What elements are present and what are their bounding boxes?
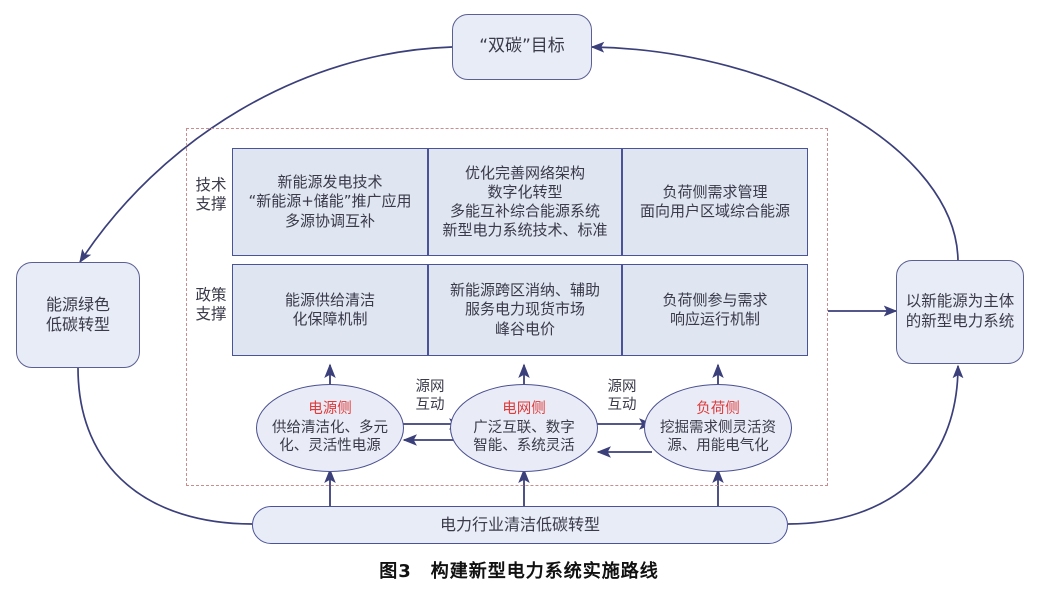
policy-box-3[interactable]: 负荷侧参与需求 响应运行机制: [622, 264, 808, 356]
row-label-tech: 技术 支撑: [195, 176, 227, 214]
tech-box-3-label: 负荷侧需求管理 面向用户区域综合能源: [639, 182, 790, 220]
policy-box-2-label: 新能源跨区消纳、辅助 服务电力现货市场 峰谷电价: [449, 281, 600, 338]
arrow-goal-to-left: [79, 46, 453, 264]
dashed-frame: [186, 128, 828, 486]
arrow-right-to-goal: [590, 41, 959, 263]
figure-caption: 图3 构建新型电力系统实施路线: [379, 561, 659, 582]
right-node-new-power-system[interactable]: 以新能源为主体 的新型电力系统: [896, 260, 1024, 364]
policy-box-1[interactable]: 能源供给清洁 化保障机制: [232, 264, 428, 356]
goal-node-label: “双碳”目标: [479, 36, 565, 57]
oval-load-side[interactable]: 负荷侧 挖掘需求侧灵活资 源、用能电气化: [644, 384, 792, 472]
bottom-bar-label: 电力行业清洁低碳转型: [439, 514, 600, 534]
tech-box-3[interactable]: 负荷侧需求管理 面向用户区域综合能源: [622, 148, 808, 256]
oval-source-side[interactable]: 电源侧 供给清洁化、多元 化、灵活性电源: [256, 384, 404, 472]
oval-grid-side-body: 广泛互联、数字 智能、系统灵活: [473, 420, 575, 455]
row-label-policy: 政策 支撑: [195, 286, 227, 324]
policy-box-1-label: 能源供给清洁 化保障机制: [284, 290, 375, 328]
right-node-label: 以新能源为主体 的新型电力系统: [905, 292, 1015, 330]
arrow-left-to-bottombar: [77, 367, 253, 525]
tech-box-2[interactable]: 优化完善网络架构 数字化转型 多能互补综合能源系统 新型电力系统技术、标准: [428, 148, 622, 256]
interaction-label-2: 源网 互动: [607, 379, 637, 414]
oval-source-side-title: 电源侧: [308, 401, 352, 418]
left-node-green-transition[interactable]: 能源绿色 低碳转型: [16, 262, 140, 368]
oval-load-side-body: 挖掘需求侧灵活资 源、用能电气化: [660, 420, 776, 455]
tech-box-2-label: 优化完善网络架构 数字化转型 多能互补综合能源系统 新型电力系统技术、标准: [442, 163, 608, 240]
oval-grid-side[interactable]: 电网侧 广泛互联、数字 智能、系统灵活: [450, 384, 598, 472]
left-node-label: 能源绿色 低碳转型: [45, 294, 110, 334]
tech-box-1[interactable]: 新能源发电技术 “新能源+储能”推广应用 多源协调互补: [232, 148, 428, 256]
oval-grid-side-title: 电网侧: [502, 401, 546, 418]
oval-source-side-body: 供给清洁化、多元 化、灵活性电源: [272, 420, 388, 455]
policy-box-2[interactable]: 新能源跨区消纳、辅助 服务电力现货市场 峰谷电价: [428, 264, 622, 356]
interaction-label-1: 源网 互动: [415, 379, 445, 414]
oval-load-side-title: 负荷侧: [696, 401, 740, 418]
arrow-bottombar-to-right: [787, 364, 964, 525]
tech-box-1-label: 新能源发电技术 “新能源+储能”推广应用 多源协调互补: [248, 173, 412, 230]
policy-box-3-label: 负荷侧参与需求 响应运行机制: [662, 290, 768, 328]
goal-node[interactable]: “双碳”目标: [452, 14, 592, 80]
bottom-bar-node[interactable]: 电力行业清洁低碳转型: [252, 506, 788, 544]
